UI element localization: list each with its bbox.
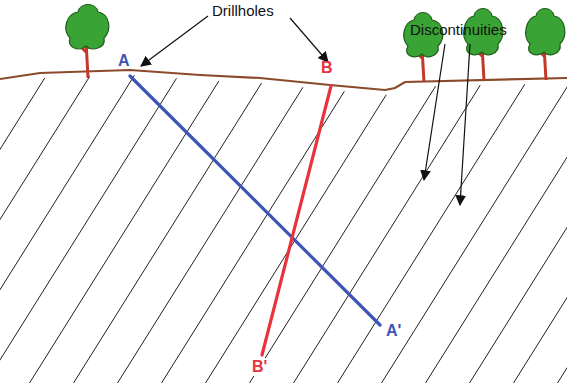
discontinuity-line	[198, 60, 408, 383]
discontinuity-line	[506, 60, 567, 383]
discontinuity-line	[0, 60, 188, 383]
tree	[66, 5, 109, 79]
drillhole-end-letter: A'	[384, 322, 403, 340]
callout-label: Discontinuities	[408, 22, 509, 39]
discontinuity-line	[462, 60, 567, 383]
discontinuity-line	[0, 60, 12, 383]
discontinuity-line	[550, 60, 567, 383]
discontinuity-lines	[0, 60, 567, 383]
drillhole-b	[262, 86, 331, 355]
discontinuity-line	[110, 60, 320, 383]
drillhole-end-letter: B'	[250, 358, 269, 376]
discontinuity-line	[286, 60, 496, 383]
discontinuity-line	[154, 60, 364, 383]
tree	[526, 9, 565, 81]
callout-label: Drillholes	[210, 3, 276, 20]
discontinuity-line	[242, 60, 452, 383]
drillhole-letter: A	[116, 52, 132, 70]
ground-surface	[0, 70, 567, 90]
leader-arrows	[141, 16, 470, 205]
drillhole-a	[130, 76, 380, 325]
discontinuity-line	[0, 60, 100, 383]
discontinuity-line	[374, 60, 567, 383]
discontinuity-line	[418, 60, 567, 383]
discontinuity-line	[0, 60, 144, 383]
discontinuity-line	[66, 60, 276, 383]
drillhole-letter: B	[319, 59, 335, 77]
discontinuity-line	[0, 60, 56, 383]
discontinuity-line	[22, 60, 232, 383]
